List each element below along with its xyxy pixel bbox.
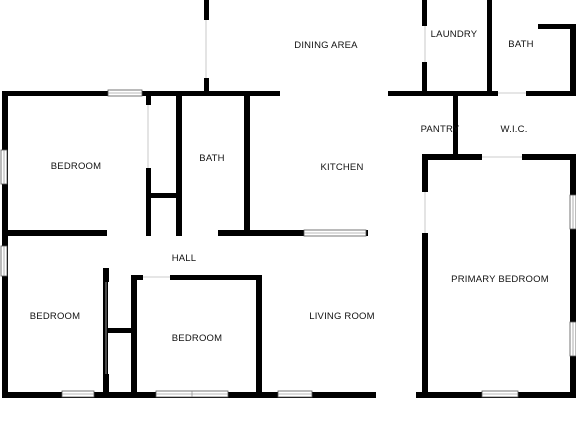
label-dining-area: DINING AREA	[294, 40, 358, 51]
window-left-1	[0, 149, 8, 185]
window-kitchen	[303, 229, 367, 237]
label-kitchen: KITCHEN	[320, 162, 363, 173]
window-bottom-3	[277, 390, 313, 398]
label-bath-top: BATH	[508, 39, 533, 50]
window-left-2	[0, 245, 8, 277]
wall-hall-top-left	[2, 230, 107, 236]
door-openings	[105, 20, 526, 374]
label-primary-bedroom: PRIMARY BEDROOM	[451, 274, 549, 285]
window-bottom-2	[155, 390, 229, 398]
label-laundry: LAUNDRY	[431, 29, 478, 40]
label-pantry: PANTRY	[421, 124, 460, 135]
wall-bedroom-center-top-left	[131, 275, 143, 280]
wall-primary-left-bottom	[422, 233, 428, 398]
walls	[2, 0, 576, 398]
label-wic: W.I.C.	[500, 124, 527, 135]
wall-closet-mid	[146, 193, 181, 198]
wall-bath-top-inner	[538, 24, 576, 29]
wall-pantry-wic-divider	[453, 91, 458, 159]
label-bedroom-nw: BEDROOM	[51, 161, 102, 172]
window-bottom-1	[61, 390, 95, 398]
window-right-2	[569, 321, 576, 357]
wall-wic-bottom-right	[522, 154, 576, 160]
wall-bath-top-bottom	[526, 91, 576, 96]
wall-primary-left-top	[422, 154, 428, 192]
wall-bath-top-right	[570, 24, 576, 96]
room-labels: DINING AREA LAUNDRY BATH PANTRY W.I.C. B…	[30, 29, 549, 344]
wall-bedroom-nw-right-bottom	[146, 168, 151, 236]
window-bottom-4	[481, 390, 519, 398]
wall-laundry-bottom	[388, 91, 498, 96]
wall-bedroom-nw-right-top	[146, 91, 151, 105]
wall-wic-bottom-left	[428, 154, 482, 160]
wall-closet-right	[131, 277, 137, 398]
window-right-1	[569, 194, 576, 230]
wall-hall-top-right	[218, 230, 368, 236]
wall-bath-mid-left	[176, 91, 182, 236]
wall-bedroom-center-right	[256, 275, 262, 398]
wall-dining-left-bottom	[204, 78, 209, 94]
windows	[0, 89, 576, 398]
label-bedroom-center: BEDROOM	[172, 333, 223, 344]
label-living-room: LIVING ROOM	[309, 311, 375, 322]
wall-laundry-left-top	[422, 0, 427, 26]
wall-outer-right	[570, 156, 576, 398]
label-bedroom-sw: BEDROOM	[30, 311, 81, 322]
wall-dining-left-top	[204, 0, 209, 20]
wall-laundry-bath-divider	[487, 0, 492, 96]
label-bath-mid: BATH	[199, 153, 224, 164]
label-hall: HALL	[172, 253, 197, 264]
window-top-left	[107, 89, 143, 97]
wall-outer-left	[2, 91, 8, 398]
wall-closet-mid-h	[103, 328, 137, 333]
wall-bath-mid-right	[244, 91, 250, 236]
wall-bedroom-center-top-right	[170, 275, 261, 280]
window-bottom-door	[376, 391, 416, 398]
wall-laundry-left-bottom	[422, 62, 427, 96]
